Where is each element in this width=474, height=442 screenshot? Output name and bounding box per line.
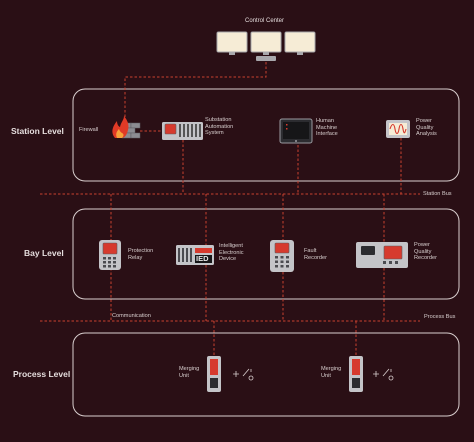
communication-label: Communication	[112, 313, 151, 319]
merging-unit-1-label: Merging Unit	[179, 366, 200, 379]
monitor-icon	[216, 31, 248, 55]
recorder-icon	[270, 240, 294, 272]
pq-analysis-label: Power Quality Analysis	[416, 118, 437, 138]
station-level-panel	[72, 88, 460, 182]
substation-automation-label: Substation Automation System	[205, 117, 234, 137]
merging-unit-icon	[207, 356, 221, 392]
relay-icon	[99, 240, 121, 270]
fault-recorder-label: Fault Recorder	[304, 248, 328, 261]
hmi-label: Human Machine Interface	[316, 118, 338, 138]
pq-recorder-label: Power Quality Recorder	[414, 242, 438, 262]
display-icon	[279, 118, 313, 144]
dashed-connections	[40, 62, 420, 356]
waveform-icon	[386, 120, 410, 138]
control-center-monitors	[216, 31, 316, 61]
switch-icon	[233, 368, 254, 381]
firewall-icon	[112, 116, 141, 139]
station-level-label: Station Level	[11, 126, 64, 136]
merging-unit-2-label: Merging Unit	[321, 366, 342, 379]
station-bus-label: Station Bus	[423, 191, 452, 197]
bay-level-label: Bay Level	[24, 248, 64, 258]
bay-level-panel	[72, 208, 460, 300]
link-control-to-firewall	[124, 62, 267, 120]
switch-icon	[373, 368, 394, 381]
firewall-label: Firewall	[79, 127, 99, 133]
monitor-icon	[250, 31, 282, 55]
process-bus-label: Process Bus	[424, 314, 456, 320]
recorder-rack-icon	[356, 242, 408, 268]
monitor-icon	[284, 31, 316, 55]
process-level-panel	[72, 332, 460, 417]
ied-badge: IED	[196, 254, 209, 263]
process-level-label: Process Level	[13, 369, 71, 379]
ied-icon	[176, 245, 214, 265]
ied-label: Intelligent Electronic Device	[219, 243, 244, 263]
server-icon	[162, 122, 203, 140]
control-center-title: Control Center	[245, 18, 285, 24]
protection-relay-label: Protection Relay	[128, 248, 154, 261]
merging-unit-icon	[349, 356, 363, 392]
